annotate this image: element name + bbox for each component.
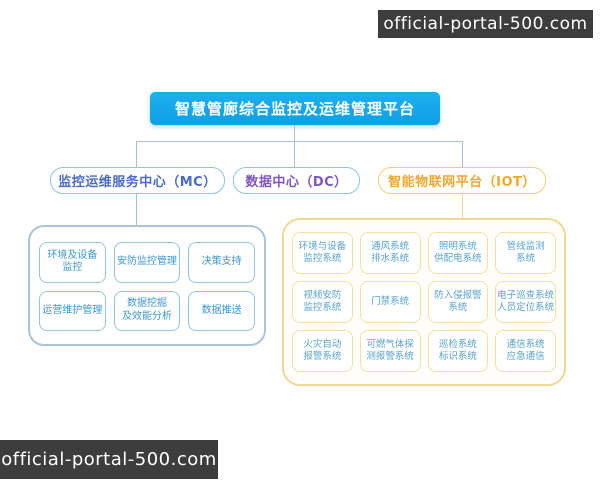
iot-node-env-equipment-monitoring-system: 环境与设备 监控系统 (292, 232, 353, 274)
iot-node-gas-detection-alarm-system: 可燃气体探 测报警系统 (359, 330, 421, 372)
connector-to-iot (462, 141, 463, 167)
iot-node-ventilation-drainage-system: 通风系统 排水系统 (359, 232, 421, 274)
node-data-center-dc: 数据中心（DC） (233, 167, 360, 194)
root-node-label: 智慧管廊综合监控及运维管理平台 (174, 100, 415, 118)
watermark-text: official-portal-500.com (383, 14, 588, 34)
iot-node-intrusion-alarm-system: 防入侵报警 系统 (427, 281, 489, 323)
mc-node-security-monitoring-mgmt: 安防监控管理 (113, 242, 181, 283)
connector-to-mc (136, 141, 137, 167)
node-label: 数据中心（DC） (245, 175, 348, 190)
iot-node-video-security-monitoring-system: 视频安防 监控系统 (292, 281, 353, 323)
mc-node-env-equipment-monitoring: 环境及设备 监控 (39, 242, 106, 283)
node-label: 监控运维服务中心（MC） (58, 175, 217, 190)
watermark-bottom-left: official-portal-500.com (0, 440, 218, 479)
connector-to-dc (294, 141, 295, 167)
mc-node-data-push: 数据推送 (188, 290, 255, 331)
node-label: 智能物联网平台（IOT） (388, 175, 536, 190)
mc-node-operation-maintenance-mgmt: 运营维护管理 (39, 290, 106, 331)
mc-node-data-mining-analysis: 数据挖掘 及效能分析 (113, 290, 181, 331)
node-iot-platform: 智能物联网平台（IOT） (378, 167, 546, 194)
node-monitoring-center-mc: 监控运维服务中心（MC） (50, 167, 225, 194)
watermark-text: official-portal-500.com (1, 449, 217, 470)
connector-horizontal (136, 141, 463, 142)
iot-node-fire-alarm-system: 火灾自动 报警系统 (292, 330, 353, 372)
mc-group-container: 环境及设备 监控 安防监控管理 决策支持 运营维护管理 数据挖掘 及效能分析 数… (28, 225, 266, 346)
iot-node-access-control-system: 门禁系统 (359, 281, 421, 323)
mc-node-decision-support: 决策支持 (188, 242, 255, 283)
iot-node-lighting-power-system: 照明系统 供配电系统 (427, 232, 489, 274)
iot-node-pipeline-monitoring-system: 管线监测 系统 (495, 232, 556, 274)
watermark-top-right: official-portal-500.com (378, 10, 593, 38)
connector-mc-to-group (136, 194, 137, 225)
iot-node-inspection-identification-system: 巡检系统 标识系统 (427, 330, 489, 372)
connector-root-down (294, 125, 295, 141)
iot-group-container: 环境与设备 监控系统 通风系统 排水系统 照明系统 供配电系统 管线监测 系统 … (282, 218, 566, 386)
root-node-platform: 智慧管廊综合监控及运维管理平台 (150, 92, 440, 125)
iot-node-communication-emergency-system: 通信系统 应急通信 (495, 330, 556, 372)
connector-iot-to-group (462, 194, 463, 218)
iot-node-epatrol-personnel-positioning-system: 电子巡查系统 人员定位系统 (495, 281, 556, 323)
